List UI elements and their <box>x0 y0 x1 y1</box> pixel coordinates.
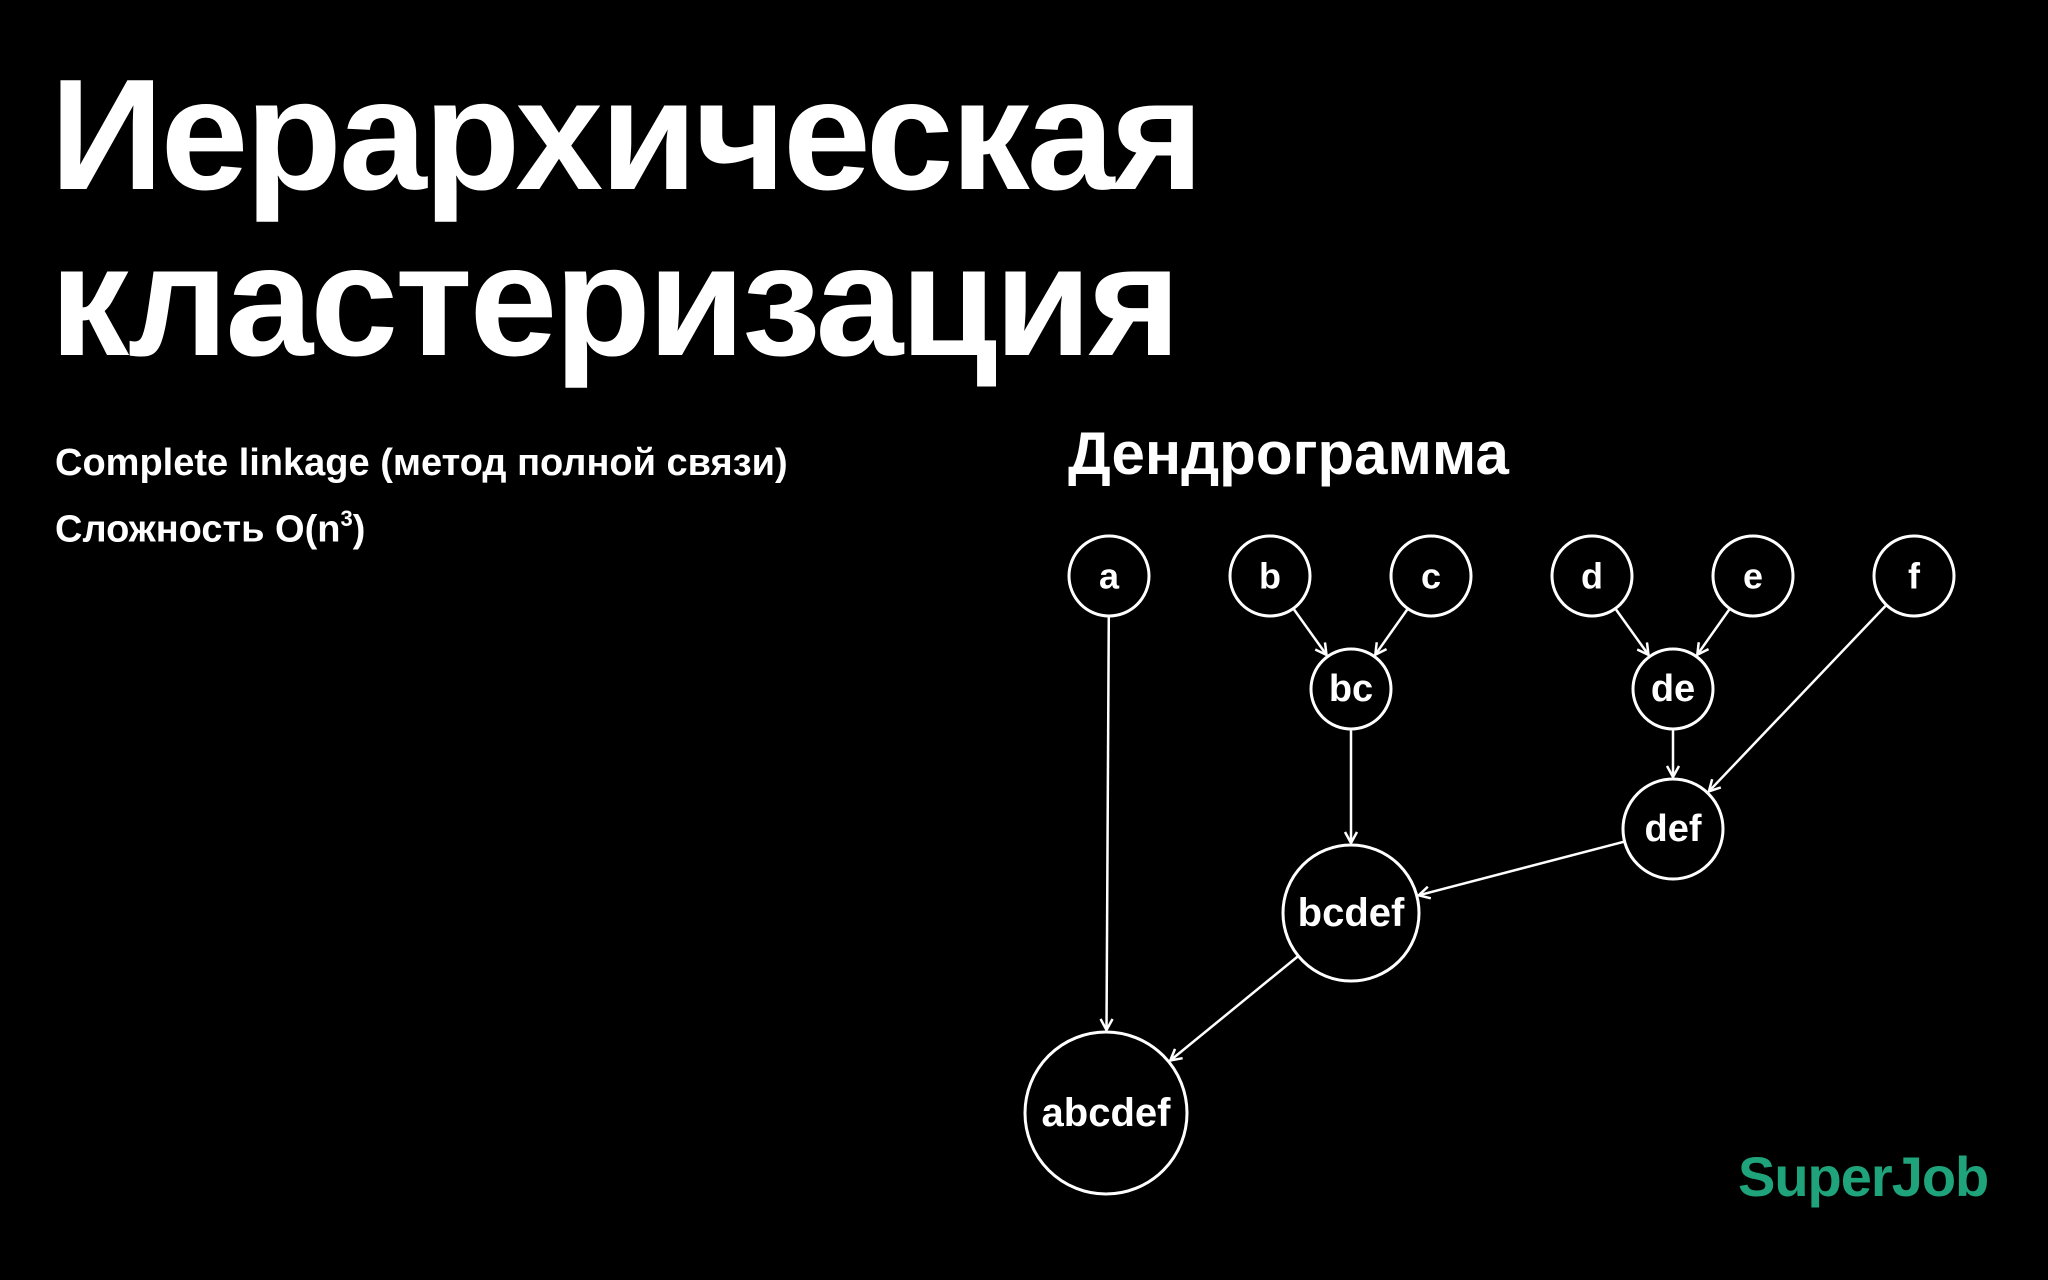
slide-title: Иерархическая кластеризация <box>50 47 1204 389</box>
edge-c-to-bc <box>1375 607 1409 655</box>
edge-e-to-de <box>1697 607 1731 655</box>
cluster-node-bcdef: bcdef <box>1281 843 1421 983</box>
bullet-linkage-method: Complete linkage (метод полной связи) <box>55 442 788 484</box>
cluster-node-def: def <box>1621 777 1725 881</box>
cluster-node-circle <box>1023 1030 1189 1196</box>
cluster-node-label: def <box>1645 808 1702 850</box>
edge-f-to-def <box>1709 604 1888 791</box>
cluster-node-circle <box>1550 534 1634 618</box>
complexity-exponent: 3 <box>340 506 353 531</box>
cluster-node-circle <box>1309 647 1393 731</box>
edge-a-to-abcdef <box>1107 615 1109 1030</box>
cluster-node-de: de <box>1631 647 1715 731</box>
bullet-complexity: Сложность O(n3) <box>55 492 788 559</box>
cluster-node-label: e <box>1743 556 1763 597</box>
bullet-list: Complete linkage (метод полной связи) Сл… <box>55 434 788 559</box>
cluster-node-a: a <box>1067 534 1151 618</box>
cluster-node-label: d <box>1581 556 1603 597</box>
cluster-node-label: de <box>1651 668 1695 710</box>
edge-def-to-bcdef <box>1419 840 1625 896</box>
cluster-node-circle <box>1389 534 1473 618</box>
superjob-logo: SuperJob <box>1738 1145 1989 1208</box>
slide-title-line-1: Иерархическая <box>50 47 1204 223</box>
cluster-node-label: c <box>1421 556 1441 597</box>
cluster-node-label: b <box>1259 556 1281 597</box>
cluster-node-circle <box>1711 534 1795 618</box>
cluster-node-d: d <box>1550 534 1634 618</box>
cluster-node-circle <box>1631 647 1715 731</box>
cluster-node-circle <box>1228 534 1312 618</box>
cluster-node-label: a <box>1099 556 1120 597</box>
dendrogram-edges <box>1107 604 1888 1061</box>
cluster-node-circle <box>1621 777 1725 881</box>
complexity-text: Сложность O(n <box>55 508 341 551</box>
cluster-node-b: b <box>1228 534 1312 618</box>
cluster-node-circle <box>1067 534 1151 618</box>
cluster-node-label: bcdef <box>1298 891 1405 935</box>
cluster-node-c: c <box>1389 534 1473 618</box>
cluster-node-bc: bc <box>1309 647 1393 731</box>
cluster-node-circle <box>1872 534 1956 618</box>
cluster-node-label: f <box>1908 556 1921 597</box>
cluster-node-circle <box>1281 843 1421 983</box>
dendrogram-title: Дендрограмма <box>1068 420 1509 487</box>
cluster-node-e: e <box>1711 534 1795 618</box>
slide-title-line-2: кластеризация <box>50 213 1181 389</box>
edge-b-to-bc <box>1292 607 1326 655</box>
edge-bcdef-to-abcdef <box>1170 955 1300 1061</box>
edge-d-to-de <box>1614 607 1648 655</box>
cluster-node-label: bc <box>1329 668 1373 710</box>
cluster-node-label: abcdef <box>1042 1091 1172 1135</box>
cluster-node-abcdef: abcdef <box>1023 1030 1189 1196</box>
complexity-close-paren: ) <box>352 508 366 551</box>
cluster-node-f: f <box>1872 534 1956 618</box>
